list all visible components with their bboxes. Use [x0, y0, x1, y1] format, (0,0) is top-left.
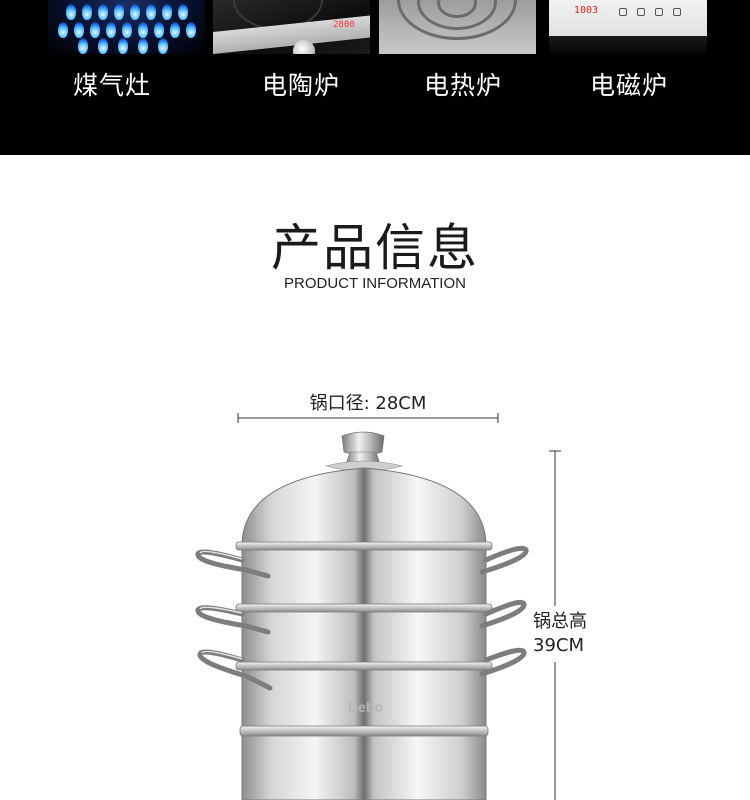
stove-label-ceramic: 电陶炉: [261, 71, 340, 100]
brand-mark: Debo: [348, 699, 383, 715]
tier-2-rim: [235, 603, 493, 613]
flame-icon: [158, 38, 168, 54]
base-pot: [241, 731, 487, 800]
flame-icon: [118, 38, 128, 54]
induction-stove-image: 1003: [549, 0, 707, 54]
tier-3-rim: [235, 661, 493, 671]
flame-icon: [106, 22, 116, 38]
height-label-text: 锅总高: [533, 611, 587, 632]
tier-1: [241, 543, 487, 609]
flame-icon: [98, 38, 108, 54]
button-icon: [637, 8, 645, 16]
pot-handles: [195, 545, 529, 691]
handle-highlights: [199, 550, 243, 660]
flame-icon: [122, 22, 132, 38]
flame-icon: [146, 4, 156, 20]
knob-icon: [293, 40, 315, 54]
electric-coil-stove-image: [379, 0, 536, 54]
flame-icon: [162, 4, 172, 20]
ceramic-display: 2800: [333, 20, 355, 30]
height-line: [549, 450, 561, 800]
height-label: 锅总高 39CM: [533, 610, 603, 658]
button-icon: [673, 8, 681, 16]
tier-3: [241, 663, 487, 735]
gas-stove-image: [48, 0, 205, 54]
flame-icon: [74, 22, 84, 38]
flame-icon: [178, 4, 188, 20]
flame-icon: [82, 4, 92, 20]
flame-icon: [130, 4, 140, 20]
stove-label-electric: 电热炉: [423, 71, 502, 100]
tier-2: [241, 605, 487, 667]
section-subtitle: PRODUCT INFORMATION: [284, 275, 466, 292]
flame-icon: [138, 38, 148, 54]
diameter-label: 锅口径: 28CM: [309, 393, 427, 414]
compatible-stoves-band: 煤气灶 2800 电陶炉 电热炉 1003 电磁炉: [0, 0, 750, 155]
height-value: 39CM: [533, 635, 585, 656]
stove-label-gas: 煤气灶: [72, 71, 151, 100]
flame-icon: [186, 22, 196, 38]
lid-knob: [324, 431, 404, 472]
tier-1-rim: [235, 541, 493, 551]
button-icon: [655, 8, 663, 16]
flame-icon: [154, 22, 164, 38]
flame-icon: [66, 4, 76, 20]
steamer-pot-image: Debo: [195, 431, 529, 800]
flame-icon: [58, 22, 68, 38]
diameter-line: [237, 413, 499, 423]
flame-icon: [138, 22, 148, 38]
lid-dome: [241, 467, 487, 547]
flame-icon: [78, 38, 88, 54]
section-title: 产品信息: [271, 219, 479, 277]
flame-icon: [114, 4, 124, 20]
induction-glass-panel: [549, 36, 707, 54]
stove-label-induction: 电磁炉: [589, 71, 668, 100]
flame-icon: [98, 4, 108, 20]
ceramic-stove-image: 2800: [213, 0, 370, 54]
flame-icon: [90, 22, 100, 38]
base-pot-rim: [239, 725, 489, 737]
induction-display: 1003: [574, 5, 599, 16]
button-icon: [619, 8, 627, 16]
flame-icon: [170, 22, 180, 38]
